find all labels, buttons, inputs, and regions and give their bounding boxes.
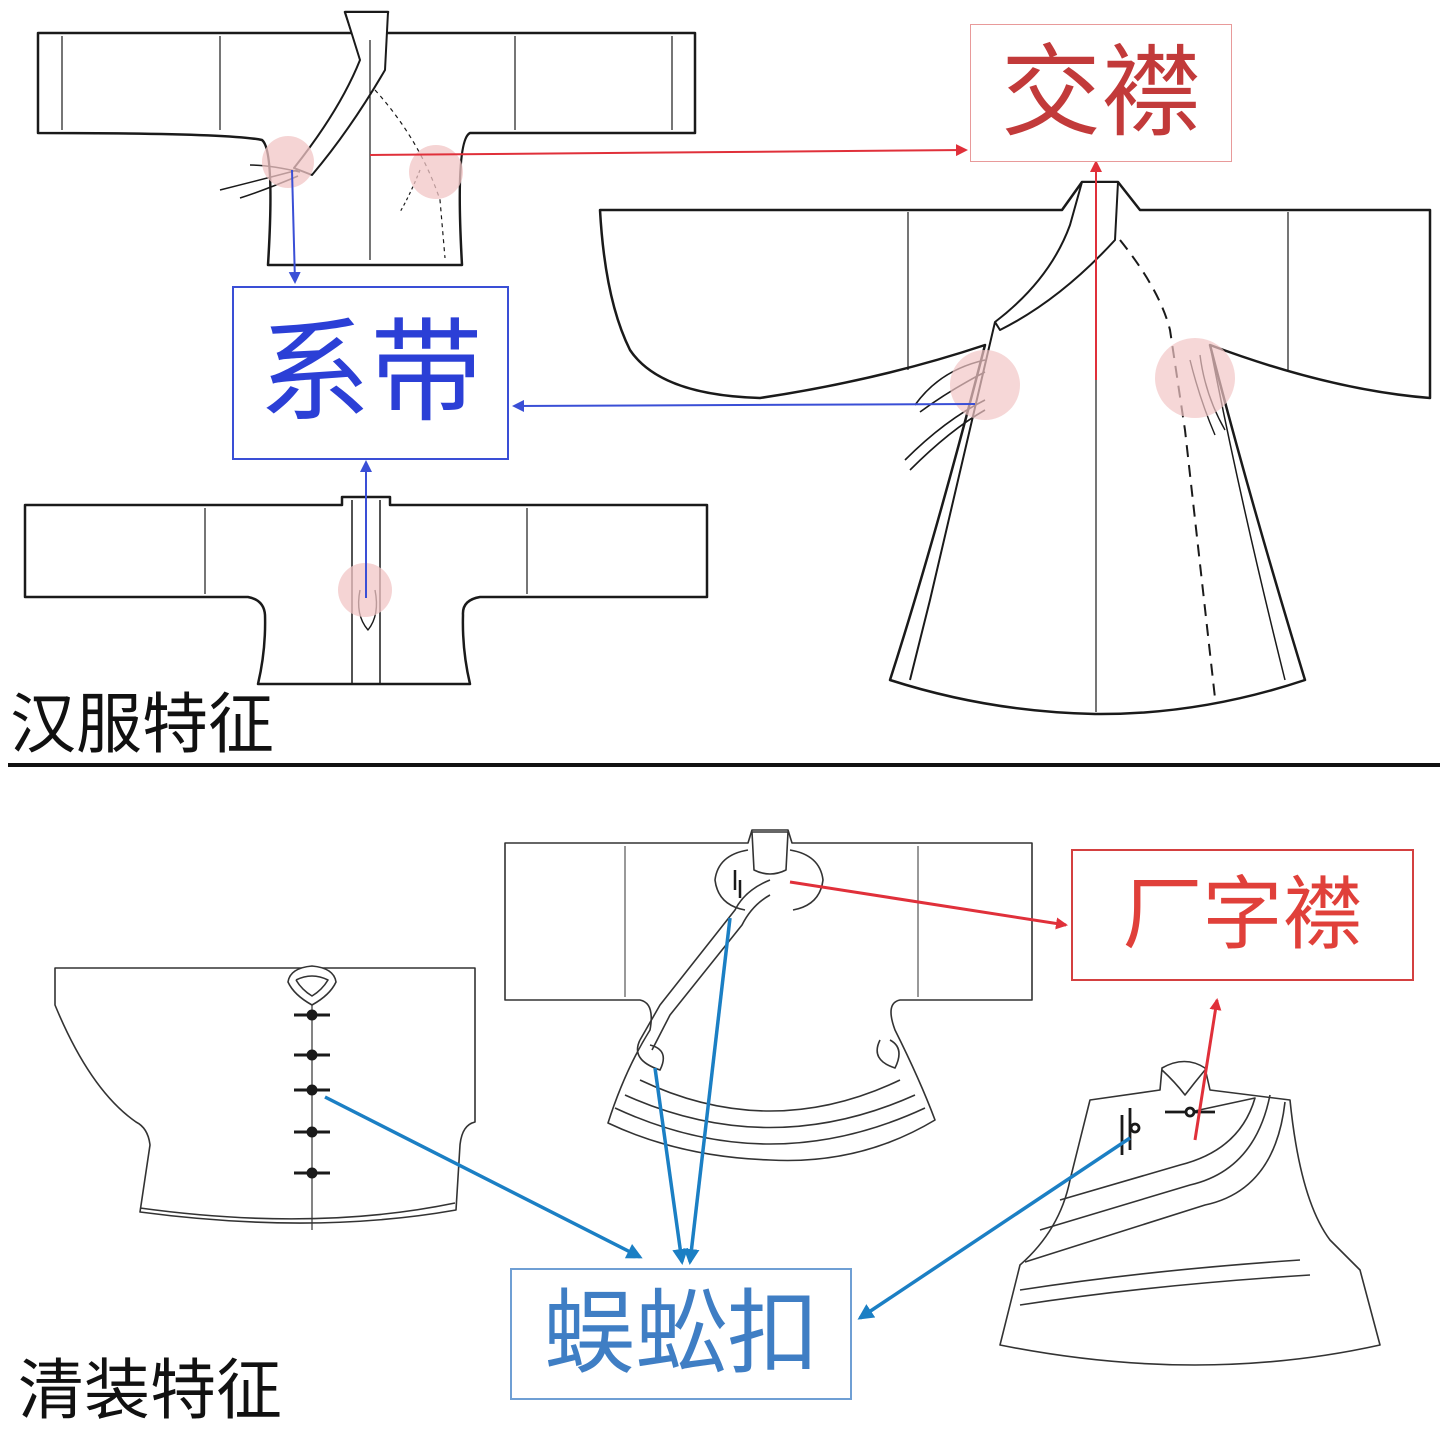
- arrow-to-wugongkou-from-left: [324, 1095, 643, 1259]
- hanfu-top-tie-highlight: [262, 136, 314, 188]
- qing-front-button-jacket: [54, 965, 476, 1230]
- qing-vest: [999, 1060, 1381, 1366]
- label-wugongkou-text: 蜈蚣扣: [542, 1280, 819, 1387]
- section-title-hanfu: 汉服特征: [10, 686, 274, 763]
- arrow-to-jiaojin-from-jacket: [369, 144, 968, 157]
- arrow-to-wugongkou-from-middle-high: [683, 917, 732, 1265]
- arrow-to-xidai-from-robe: [512, 399, 976, 412]
- qing-side-jacket-buttons: [733, 870, 742, 898]
- label-wugongkou: 蜈蚣扣: [510, 1268, 852, 1400]
- arrow-to-xidai-from-jacket: [288, 169, 301, 284]
- label-changzijin: 厂字襟: [1071, 849, 1414, 981]
- label-xidai-text: 系带: [258, 308, 483, 438]
- label-jiaojin-text: 交襟: [1001, 34, 1201, 151]
- label-xidai: 系带: [232, 286, 509, 460]
- qing-vest-buttons: [1120, 1106, 1215, 1155]
- label-changzijin-text: 厂字襟: [1122, 868, 1363, 961]
- hanfu-robe-tie-highlight: [950, 350, 1020, 420]
- hanfu-cross-collar-jacket: [36, 10, 697, 267]
- section-title-qing: 清装特征: [18, 1352, 282, 1429]
- label-jiaojin: 交襟: [970, 24, 1232, 162]
- hanfu-wrap-robe: [598, 180, 1432, 716]
- arrow-to-wugongkou-from-vest: [857, 1136, 1131, 1320]
- arrow-to-changzijin-from-jacket: [789, 880, 1068, 930]
- hanfu-top-inner-tie-highlight: [409, 145, 463, 199]
- arrow-to-changzijin-from-vest: [1193, 998, 1222, 1141]
- hanfu-robe-inner-tie-highlight: [1155, 338, 1235, 418]
- qing-frog-buttons: [294, 1009, 330, 1179]
- arrow-to-wugongkou-from-middle-low: [653, 1067, 689, 1265]
- qing-side-opening-jacket: [504, 829, 1033, 1162]
